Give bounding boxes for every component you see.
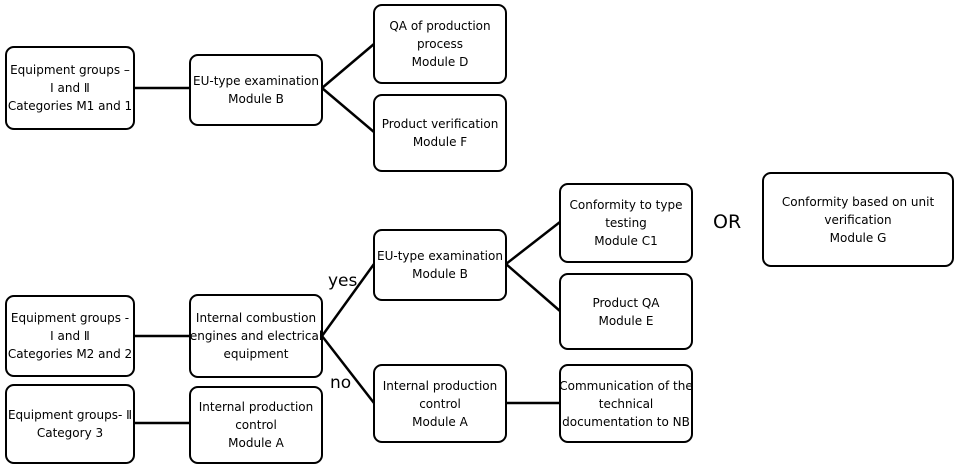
node-text-line: process <box>416 37 464 51</box>
node-text-line: Category 3 <box>36 426 104 440</box>
node-text-line: Equipment groups- Ⅱ <box>7 408 133 422</box>
node-text-line: documentation to NB <box>562 414 690 429</box>
node-text-line: engines and electrical <box>189 329 323 343</box>
node-text-line: control <box>419 396 461 411</box>
product-qa-module-e-box: Product QA Module E <box>559 273 693 350</box>
node-text-line: Categories M1 and 1 <box>7 99 133 113</box>
node-text-line: Module B <box>228 92 284 106</box>
node-text-line: Module G <box>829 230 887 245</box>
node-text-line: Module A <box>228 436 284 450</box>
equipment-groups-3-box: Equipment groups- Ⅱ Category 3 <box>5 384 135 464</box>
node-text-line: Equipment groups - <box>10 311 130 325</box>
node-text-line: Categories M2 and 2 <box>7 347 133 361</box>
node-text-line: Communication of the <box>559 378 693 393</box>
edge-label-yes: yes <box>328 271 358 291</box>
node-text-line: Module F <box>412 135 468 149</box>
node-text-line: Internal production <box>382 378 498 393</box>
node-text-line: EU-type examination <box>193 74 319 88</box>
node-text-line: Equipment groups – <box>10 63 130 77</box>
node-text-line: Module E <box>598 313 654 328</box>
node-text-line: Module B <box>412 267 468 281</box>
node-text-line: Ⅰ and Ⅱ <box>50 81 90 95</box>
edge-eu-b-to-e <box>505 263 561 312</box>
internal-combustion-engines-box: Internal combustion engines and electrica… <box>189 294 323 378</box>
edge-eu-b-to-product-f <box>321 87 375 133</box>
equipment-groups-1-box: Equipment groups – Ⅰ and Ⅱ Categories M1 a… <box>5 46 135 130</box>
node-text-line: EU-type examination <box>377 249 503 263</box>
node-text-line: Product verification <box>381 117 499 131</box>
edge-yes <box>320 263 376 337</box>
edge-no <box>321 335 375 404</box>
node-text-line: verification <box>824 212 892 227</box>
edge-eu-b-to-c1 <box>505 221 561 265</box>
node-text-line: Conformity to type <box>569 198 683 212</box>
node-text-line: Internal production <box>198 400 314 414</box>
node-text-line: Ⅰ and Ⅱ <box>50 329 90 343</box>
edge-eu-b-to-qa-d <box>321 43 375 89</box>
node-text-line: Module C1 <box>594 234 658 248</box>
node-text-line: Module D <box>411 55 469 69</box>
node-text-line: Product QA <box>592 295 660 310</box>
node-text-line: technical <box>598 396 654 411</box>
equipment-groups-2-box: Equipment groups - Ⅰ and Ⅱ Categories M2 a… <box>5 295 135 377</box>
node-text-line: equipment <box>223 347 289 361</box>
node-text-line: QA of production <box>389 19 491 33</box>
node-text-line: Conformity based on unit <box>781 194 935 209</box>
node-text-line: control <box>235 418 277 432</box>
communication-technical-documentation-nb-box: Communication of the technical documentati… <box>559 364 693 443</box>
node-text-line: Internal combustion <box>195 311 317 325</box>
edge-label-no: no <box>330 373 352 393</box>
node-text-line: Module A <box>412 414 468 429</box>
node-text-line: testing <box>605 216 647 230</box>
or-label: OR <box>713 211 742 233</box>
